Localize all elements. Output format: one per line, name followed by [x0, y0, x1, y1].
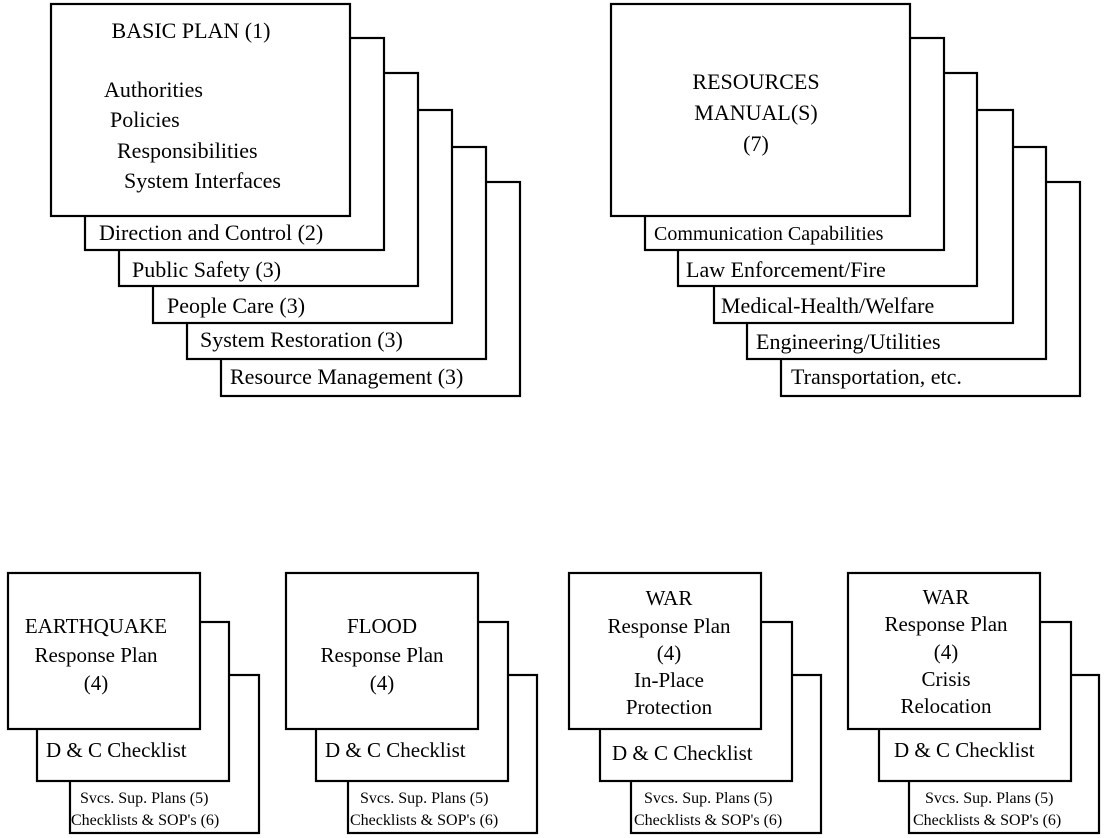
response-plan-title-line: Crisis	[921, 667, 970, 691]
checklists-sops-label: Checklists & SOP's (6)	[350, 812, 498, 829]
response-plan-sheet	[846, 571, 1042, 731]
war-crisis-relocation-response-plan-stack: WAR Response Plan (4) Crisis Relocation …	[846, 571, 1101, 835]
basic-plan-tab-label: Public Safety (3)	[132, 257, 281, 282]
basic-plan-tab-label: System Restoration (3)	[200, 327, 403, 352]
response-plan-title-line: EARTHQUAKE	[25, 614, 167, 638]
support-plans-label: Svcs. Sup. Plans (5)	[360, 790, 488, 807]
resources-manual-title-line: (7)	[743, 131, 769, 156]
checklists-sops-label: Checklists & SOP's (6)	[913, 812, 1061, 829]
basic-plan-tab-label: Resource Management (3)	[230, 364, 463, 389]
response-plan-title-line: In-Place	[634, 668, 704, 692]
response-plan-title-line: WAR	[646, 586, 693, 610]
response-plan-title-line: Response Plan	[320, 643, 444, 667]
resources-manual-title-line: MANUAL(S)	[694, 100, 817, 125]
response-plan-title-line: (4)	[934, 640, 959, 664]
basic-plan-stack: BASIC PLAN (1) Authorities Policies Resp…	[49, 2, 522, 398]
dc-checklist-label: D & C Checklist	[46, 738, 187, 762]
dc-checklist-label: D & C Checklist	[612, 741, 753, 765]
resources-tab-label: Engineering/Utilities	[756, 329, 941, 354]
basic-plan-tab-label: Direction and Control (2)	[99, 220, 323, 245]
basic-plan-item: Responsibilities	[117, 138, 258, 163]
dc-checklist-label: D & C Checklist	[894, 738, 1035, 762]
resources-tab-label: Medical-Health/Welfare	[721, 293, 934, 318]
response-plan-title-line: Response Plan	[607, 614, 731, 638]
support-plans-label: Svcs. Sup. Plans (5)	[644, 790, 772, 807]
checklists-sops-label: Checklists & SOP's (6)	[634, 812, 782, 829]
response-plan-title-line: (4)	[84, 671, 109, 695]
response-plan-sheet	[567, 571, 763, 731]
response-plan-title-line: Relocation	[901, 694, 992, 718]
response-plan-title-line: Response Plan	[34, 643, 158, 667]
response-plan-sheet	[284, 571, 480, 731]
response-plan-title-line: FLOOD	[347, 614, 417, 638]
resources-tab-label: Communication Capabilities	[654, 223, 884, 245]
response-plan-title-line: Protection	[626, 695, 713, 719]
war-in-place-response-plan-stack: WAR Response Plan (4) In-Place Protectio…	[567, 571, 823, 835]
response-plan-title-line: (4)	[370, 671, 395, 695]
response-plan-title-line: WAR	[923, 585, 970, 609]
basic-plan-tab-label: People Care (3)	[167, 293, 305, 318]
basic-plan-item: Authorities	[104, 77, 203, 102]
basic-plan-item: Policies	[110, 107, 180, 132]
checklists-sops-label: Checklists & SOP's (6)	[71, 812, 219, 829]
basic-plan-sheet	[49, 2, 352, 218]
flood-response-plan-stack: FLOOD Response Plan (4) D & C Checklist …	[284, 571, 539, 835]
resources-tab-label: Transportation, etc.	[791, 364, 962, 389]
response-plan-title-line: (4)	[657, 641, 682, 665]
response-plan-sheet	[6, 571, 202, 731]
earthquake-response-plan-stack: EARTHQUAKE Response Plan (4) D & C Check…	[6, 571, 261, 835]
resources-manual-sheet	[609, 2, 912, 218]
resources-tab-label: Law Enforcement/Fire	[686, 257, 886, 282]
dc-checklist-label: D & C Checklist	[325, 738, 466, 762]
support-plans-label: Svcs. Sup. Plans (5)	[80, 790, 208, 807]
support-plans-label: Svcs. Sup. Plans (5)	[925, 790, 1053, 807]
resources-manual-stack: RESOURCES MANUAL(S) (7) Communication Ca…	[609, 2, 1082, 398]
resources-manual-title-line: RESOURCES	[692, 69, 819, 94]
basic-plan-item: System Interfaces	[124, 168, 281, 193]
response-plan-title-line: Response Plan	[884, 612, 1008, 636]
basic-plan-title: BASIC PLAN (1)	[112, 18, 271, 43]
